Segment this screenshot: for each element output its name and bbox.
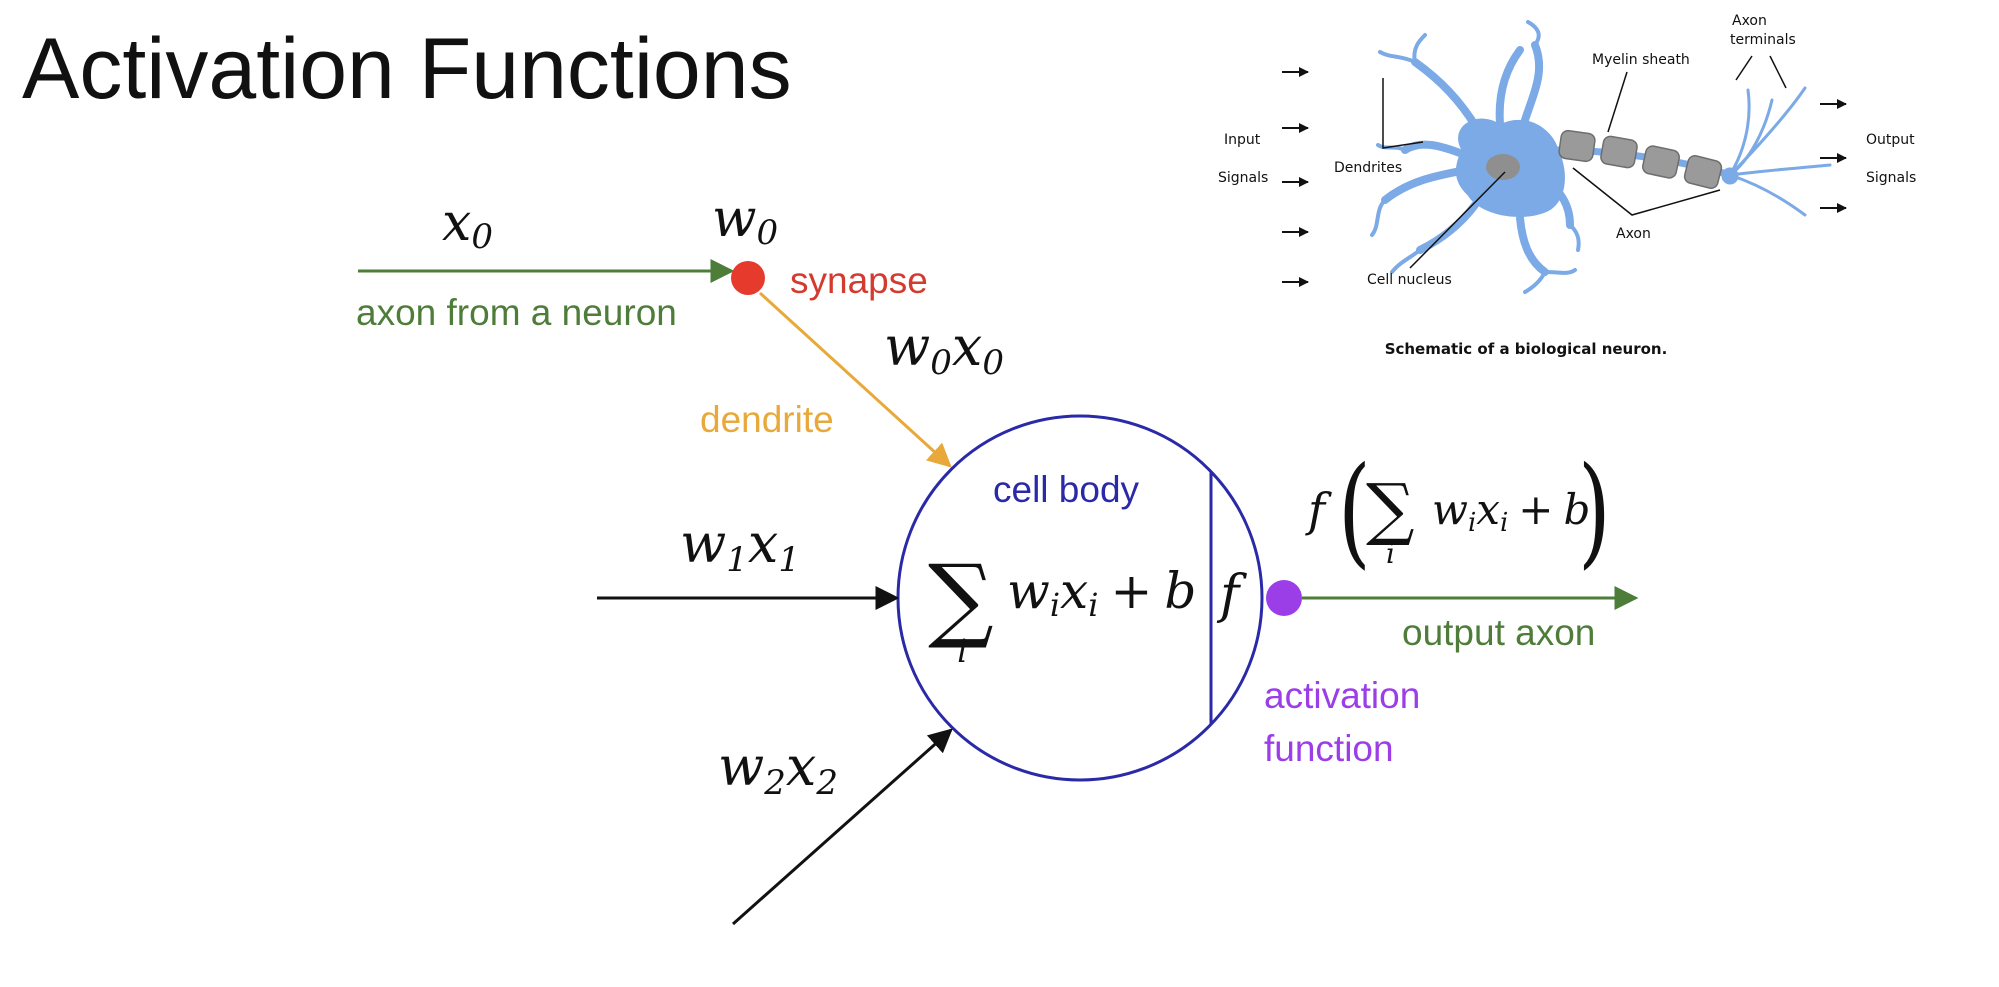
activation-f-symbol: f xyxy=(1216,565,1247,625)
weighted-input-w1x1: w1x1 xyxy=(680,512,800,580)
summation-sigma: ∑ xyxy=(928,545,994,652)
cell-nucleus xyxy=(1486,154,1520,180)
output-axon-label: output axon xyxy=(1402,612,1595,653)
activation-dot xyxy=(1266,580,1302,616)
synapse-label: synapse xyxy=(790,260,928,301)
cell-nucleus-label: Cell nucleus xyxy=(1367,272,1452,288)
output-open-paren: ( xyxy=(1338,442,1371,581)
myelin-sheath-segments xyxy=(1558,129,1723,189)
neuron-model: x0 w0 axon from a neuron synapse w0x0 de… xyxy=(356,189,1639,926)
output-f-symbol: f xyxy=(1305,483,1332,537)
label-leader-lines xyxy=(1382,55,1787,269)
slide-title: Activation Functions xyxy=(22,21,792,117)
weight-w0-label: w0 xyxy=(712,189,778,253)
dendrite-label: dendrite xyxy=(700,399,834,440)
figure-caption: Schematic of a biological neuron. xyxy=(1385,340,1668,358)
output-sum-expression: wixi+b xyxy=(1432,485,1590,538)
weighted-input-w2x2: w2x2 xyxy=(718,735,838,803)
input-x0-label: x0 xyxy=(442,193,493,257)
output-sigma: ∑ xyxy=(1366,470,1415,549)
summation-expression: wixi+b xyxy=(1007,562,1196,624)
myelin-sheath-label: Myelin sheath xyxy=(1592,52,1690,68)
axon-from-neuron-label: axon from a neuron xyxy=(356,292,677,333)
axon-label: Axon xyxy=(1616,226,1651,242)
summation-index: i xyxy=(957,632,967,670)
input-w2x2-arrow xyxy=(732,728,953,926)
output-close-paren: ) xyxy=(1578,442,1611,581)
dendrites-label: Dendrites xyxy=(1334,160,1402,176)
input-signal-arrows xyxy=(1282,67,1309,287)
weighted-input-w0x0: w0x0 xyxy=(884,315,1004,383)
output-signal-arrows xyxy=(1820,99,1847,213)
dendrite-arrow xyxy=(758,291,952,468)
synapse-dot xyxy=(731,261,765,295)
output-sum-index: i xyxy=(1386,537,1395,570)
cell-body-label: cell body xyxy=(993,469,1140,510)
